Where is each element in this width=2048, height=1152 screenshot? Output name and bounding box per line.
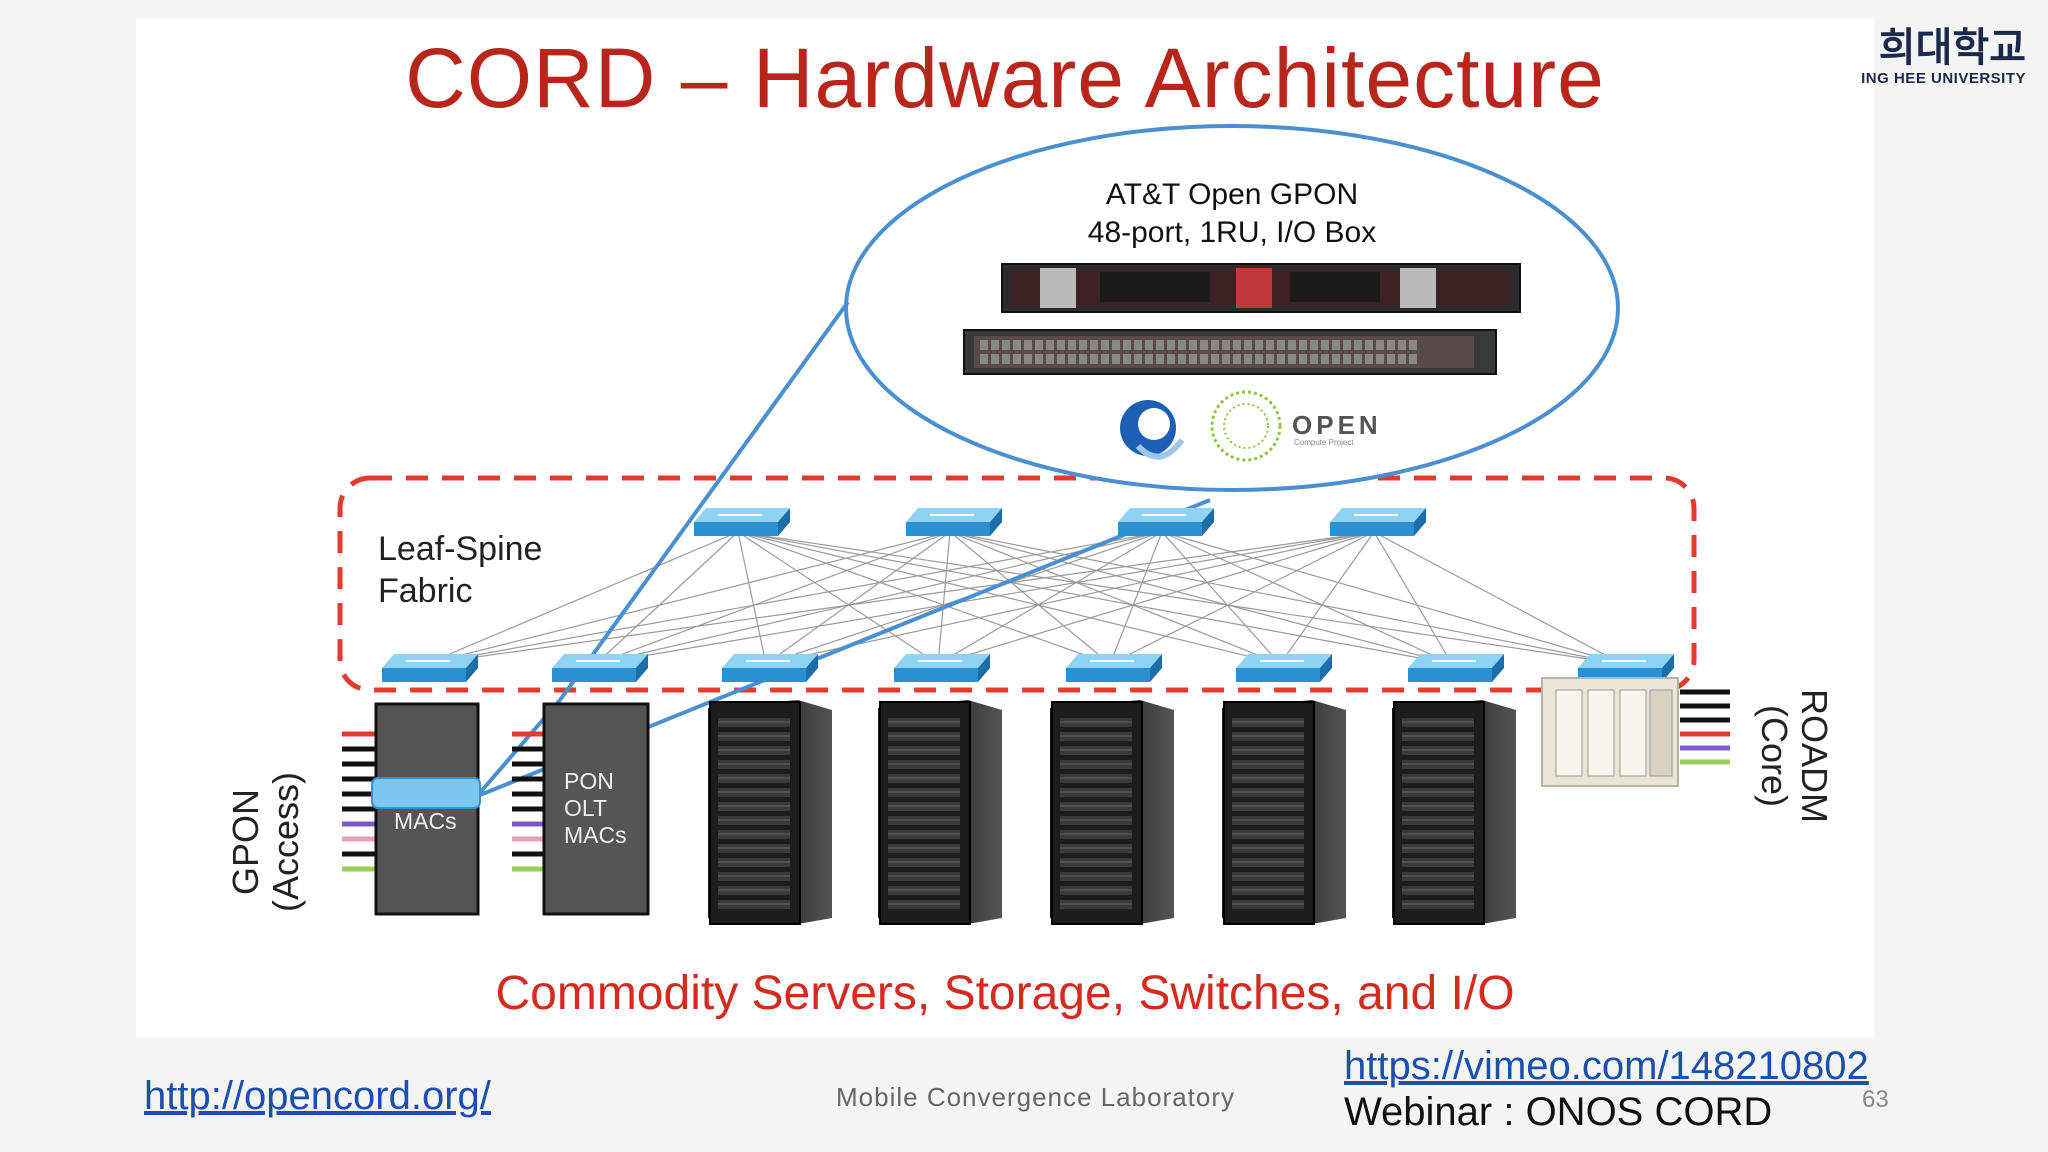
pon-label-2-line-2: OLT — [564, 795, 608, 821]
opencord-link[interactable]: http://opencord.org/ — [144, 1074, 491, 1118]
roadm-label-line-2: (Core) — [1754, 704, 1795, 807]
mesh-link — [425, 531, 739, 665]
mesh-link — [595, 531, 1375, 665]
leaf-spine-mesh — [425, 531, 1623, 665]
gpon-device-bottom — [963, 329, 1497, 375]
mesh-link — [1373, 531, 1623, 665]
server-rack-icon — [1050, 700, 1174, 925]
mesh-link — [737, 531, 1453, 665]
callout-line-2: 48-port, 1RU, I/O Box — [1087, 216, 1377, 249]
lab-name: Mobile Convergence Laboratory — [836, 1082, 1235, 1112]
spine-switch-icon — [694, 508, 790, 536]
gpon-label-line-1: GPON — [225, 789, 266, 896]
mesh-link — [737, 531, 1281, 665]
mesh-link — [595, 531, 951, 665]
mesh-link — [1161, 531, 1281, 665]
fabric-label-line-1: Leaf-Spine — [378, 530, 543, 568]
server-rack-icon — [1392, 700, 1516, 925]
leaf-switch-icon — [1236, 654, 1332, 682]
gpon-device-top — [1001, 263, 1521, 313]
mesh-link — [737, 531, 1623, 665]
roadm-label-line-1: ROADM — [1794, 689, 1835, 823]
mesh-link — [595, 531, 1163, 665]
leaf-switch-icon — [1066, 654, 1162, 682]
bottom-caption: Commodity Servers, Storage, Switches, an… — [495, 967, 1515, 1020]
mesh-link — [737, 531, 1111, 665]
mesh-link — [949, 531, 1281, 665]
pon-olt-block-2 — [542, 702, 650, 916]
server-rack-icon — [878, 700, 1002, 925]
pon-label-2-line-1: PON — [564, 768, 614, 794]
slide-title: CORD – Hardware Architecture — [405, 31, 1605, 125]
mesh-link — [1109, 531, 1375, 665]
callout-line-1: AT&T Open GPON — [1105, 178, 1359, 211]
fabric-label-line-2: Fabric — [378, 572, 473, 610]
onos-logo-icon — [1120, 400, 1185, 460]
mesh-link — [937, 531, 1163, 665]
mesh-link — [425, 531, 1375, 665]
gpon-port-row — [980, 340, 1417, 364]
logo-korean-text: 희대학교 — [1878, 25, 2026, 71]
mesh-link — [937, 531, 951, 665]
mesh-link — [937, 531, 1375, 665]
mesh-link — [737, 531, 939, 665]
mesh-link — [765, 531, 1375, 665]
gpon-label: GPON (Access) — [206, 732, 326, 922]
mesh-link — [595, 531, 739, 665]
open-logo-text: OPEN — [1292, 410, 1382, 440]
pon-label-2-line-3: MACs — [564, 822, 627, 848]
leaf-switches — [382, 654, 1674, 682]
callout-text: AT&T Open GPON 48-port, 1RU, I/O Box — [1040, 176, 1424, 252]
pon-label-2: PON OLT MACs — [564, 768, 627, 849]
mesh-link — [765, 531, 951, 665]
fabric-boundary — [337, 475, 1697, 693]
mesh-link — [1279, 531, 1375, 665]
logo-english-text: ING HEE UNIVERSITY — [1861, 70, 2026, 87]
spine-switches — [694, 508, 1426, 536]
roadm-fiber-lines — [1680, 689, 1730, 765]
mesh-link — [1161, 531, 1453, 665]
mesh-link — [949, 531, 1111, 665]
spine-switch-icon — [1118, 508, 1214, 536]
pon-label-1-line-3: MACs — [394, 808, 457, 834]
server-rack-icon — [708, 700, 832, 925]
mesh-link — [949, 531, 1623, 665]
page-number: 63 — [1862, 1086, 1889, 1113]
leaf-switch-icon — [552, 654, 648, 682]
leaf-switch-icon — [1408, 654, 1504, 682]
leaf-switch-icon — [382, 654, 478, 682]
university-logo: 희대학교 ING HEE UNIVERSITY — [1861, 26, 2026, 87]
webinar-title: Webinar : ONOS CORD — [1344, 1090, 1773, 1134]
vimeo-link[interactable]: https://vimeo.com/148210802 — [1344, 1044, 1869, 1088]
gpon-label-line-2: (Access) — [265, 772, 306, 913]
roadm-label: ROADM (Core) — [1734, 660, 1854, 823]
fabric-label: Leaf-Spine Fabric — [378, 528, 542, 612]
mesh-link — [737, 531, 767, 665]
open-compute-logo-icon — [1210, 390, 1282, 462]
spine-switch-icon — [1330, 508, 1426, 536]
server-rack-icon — [1222, 700, 1346, 925]
spine-switch-icon — [906, 508, 1002, 536]
mesh-link — [1373, 531, 1453, 665]
callout-line-left — [558, 300, 850, 702]
callout-anchor-highlight — [371, 777, 481, 809]
pon-label-1: MACs — [394, 808, 457, 835]
fiber-lines — [342, 731, 544, 872]
mesh-link — [1161, 531, 1623, 665]
mesh-link — [949, 531, 1453, 665]
leaf-switch-icon — [722, 654, 818, 682]
mesh-link — [1109, 531, 1163, 665]
open-logo-subtext: Compute Project — [1294, 438, 1354, 447]
mesh-link — [425, 531, 1163, 665]
mesh-link — [425, 531, 951, 665]
server-racks — [708, 700, 1516, 925]
leaf-switch-icon — [894, 654, 990, 682]
roadm-device — [1541, 677, 1679, 787]
